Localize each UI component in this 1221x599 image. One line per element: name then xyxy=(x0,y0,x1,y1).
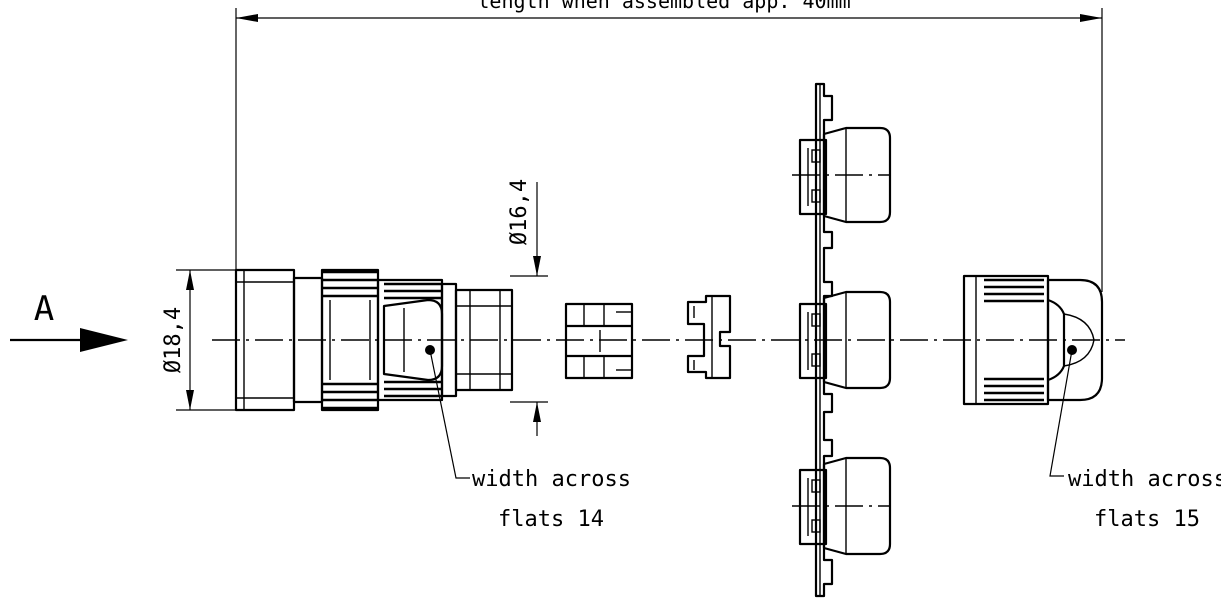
clamp-clip xyxy=(686,294,732,380)
rear-housing-cap xyxy=(962,274,1104,406)
view-arrow-label: A xyxy=(34,289,54,329)
flats-15-line-2: flats 15 xyxy=(1094,507,1200,532)
diameter-18-label: Ø18,4 xyxy=(161,307,186,373)
overall-length-dimension: length when assembled app. 40mm xyxy=(235,0,1103,292)
flats-14-line-2: flats 14 xyxy=(498,507,604,532)
diameter-16-dimension: Ø16,4 xyxy=(507,179,548,436)
flats-14-line-1: width across xyxy=(472,467,631,492)
flats-15-callout: width across flats 15 xyxy=(1049,349,1221,532)
flats-15-line-1: width across xyxy=(1068,467,1221,492)
flats-14-callout: width across flats 14 xyxy=(429,349,631,532)
diameter-16-label: Ø16,4 xyxy=(507,179,532,245)
contact-insert xyxy=(564,302,634,380)
view-arrow: A xyxy=(10,289,128,352)
panel-receptacles xyxy=(798,82,892,598)
coupling-nut-housing xyxy=(234,268,514,412)
diameter-18-dimension: Ø18,4 xyxy=(161,269,236,411)
overall-length-label: length when assembled app. 40mm xyxy=(477,0,850,13)
